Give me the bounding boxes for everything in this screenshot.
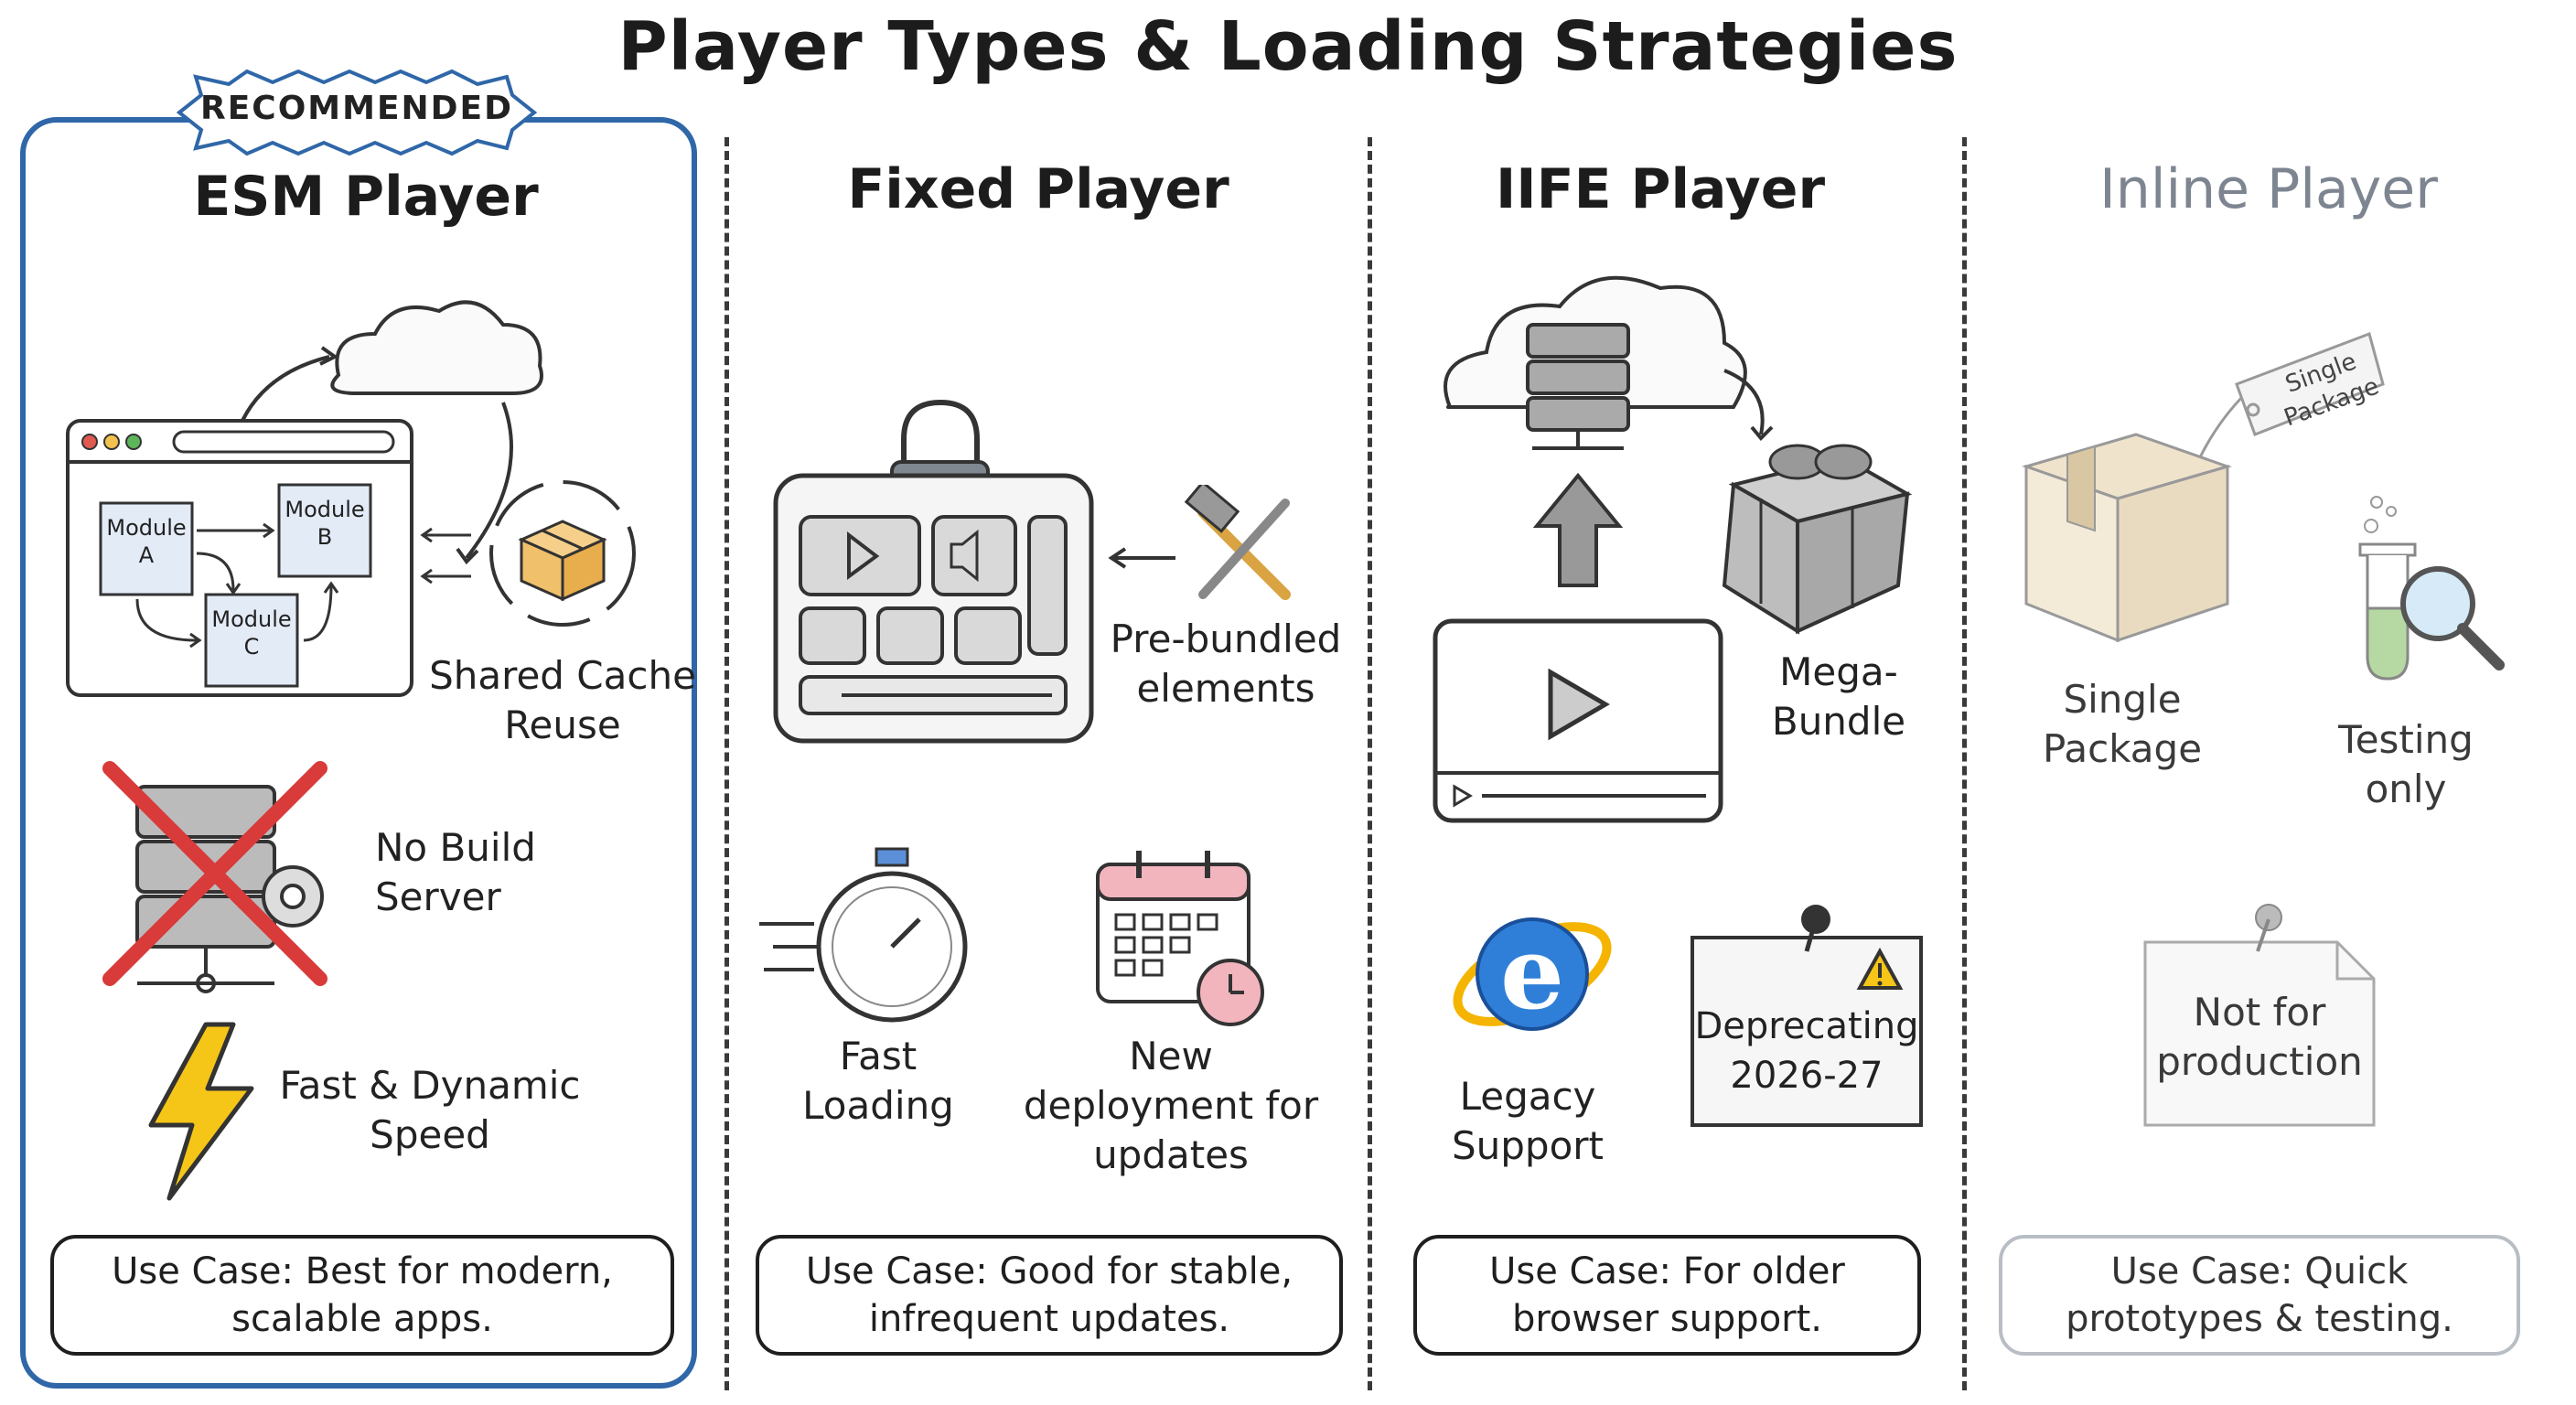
cloud-server-icon (1432, 270, 1798, 590)
fast-loading-label: Fast Loading (802, 1034, 954, 1128)
stopwatch-icon (750, 842, 970, 1024)
single-package-label: Single Package (2042, 677, 2203, 771)
package-box-icon (2017, 329, 2401, 659)
gift-box-icon (1706, 421, 1926, 640)
fixed-use-case-box: Use Case: Good for stable, infrequent up… (756, 1235, 1343, 1356)
mega-bundle-label: Mega-Bundle (1771, 649, 1906, 744)
column-divider (1368, 137, 1372, 1390)
iife-player-title: IIFE Player (1495, 157, 1826, 221)
pre-bundled-elements-label: Pre-bundled elements (1110, 617, 1342, 711)
esm-player-title: ESM Player (193, 165, 539, 229)
locked-player-icon (768, 384, 1107, 750)
recommended-badge-label: RECOMMENDED (199, 90, 514, 127)
sticky-note-icon (2141, 901, 2378, 1130)
browser-window-icon (64, 274, 631, 704)
video-player-icon (1432, 617, 1724, 828)
esm-use-case-box: Use Case: Best for modern, scalable apps… (50, 1235, 674, 1356)
module-b-label: Module B (284, 497, 365, 550)
module-a-label: Module A (106, 515, 187, 568)
deprecation-note-icon (1688, 901, 1926, 1130)
deprecating-label: Deprecating 2026-27 (1694, 1005, 1919, 1097)
inline-use-case-box: Use Case: Quick prototypes & testing. (1999, 1235, 2520, 1356)
tools-icon (1102, 485, 1313, 613)
shared-cache-reuse-label: Shared Cache Reuse (429, 653, 696, 747)
lightning-bolt-icon (142, 1020, 261, 1203)
inline-player-title: Inline Player (2099, 157, 2438, 221)
calendar-clock-icon (1093, 846, 1276, 1029)
module-c-label: Module C (211, 606, 292, 660)
page-title: Player Types & Loading Strategies (617, 7, 1959, 86)
cache-box-icon (480, 471, 645, 636)
svg-text:e: e (1500, 914, 1564, 1032)
new-deployment-label: New deployment for updates (1023, 1034, 1319, 1177)
no-build-server-label: No Build Server (375, 825, 536, 919)
legacy-support-label: Legacy Support (1451, 1074, 1605, 1168)
test-tube-magnifier-icon (2342, 489, 2516, 709)
fast-dynamic-speed-label: Fast & Dynamic Speed (279, 1063, 581, 1157)
not-for-production-label: Not for production (2156, 990, 2363, 1084)
column-divider (1962, 137, 1967, 1390)
fixed-player-title: Fixed Player (847, 157, 1229, 221)
recommended-badge: RECOMMENDED (170, 68, 543, 157)
testing-only-label: Testing only (2338, 717, 2474, 811)
iife-use-case-box: Use Case: For older browser support. (1413, 1235, 1921, 1356)
column-divider (724, 137, 729, 1390)
legacy-browser-icon: e (1450, 896, 1615, 1052)
crossed-server-icon (101, 759, 348, 997)
